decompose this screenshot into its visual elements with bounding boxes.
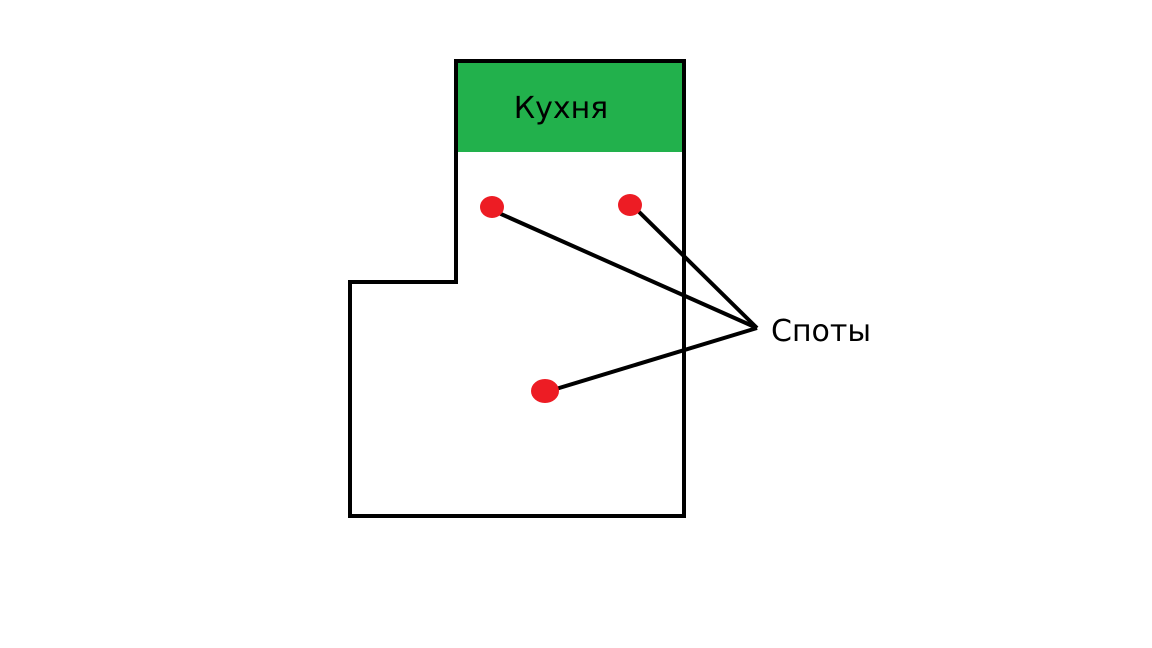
leader-line-spot-1 — [491, 208, 758, 330]
leader-line-spot-2 — [630, 203, 759, 330]
room-outline — [348, 59, 686, 518]
spot-light — [618, 194, 642, 216]
spot-light — [480, 196, 504, 218]
kitchen-zone — [456, 61, 684, 152]
kitchen-label: Кухня — [514, 91, 608, 126]
spot-light — [531, 379, 559, 403]
leader-line-spot-3 — [545, 326, 758, 394]
spots-label: Споты — [771, 314, 871, 349]
